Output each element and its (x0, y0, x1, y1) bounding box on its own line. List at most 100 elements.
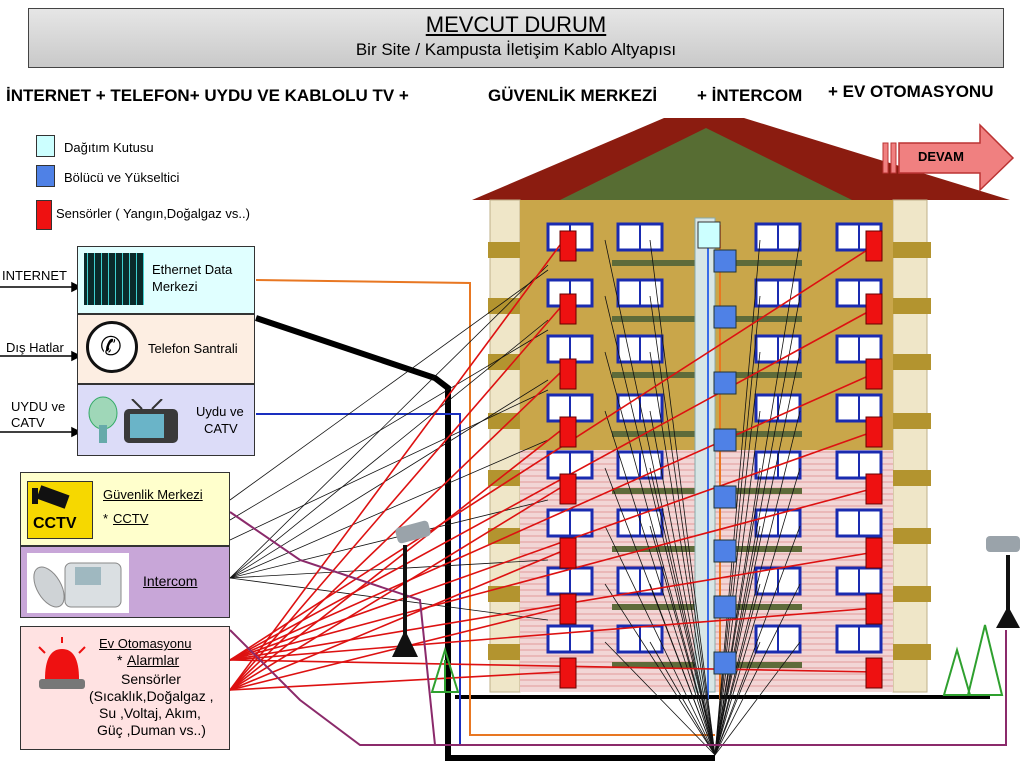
input-arrows (0, 281, 82, 438)
distribution-box (697, 221, 721, 249)
sensor-left (559, 416, 577, 448)
balcony-left (488, 413, 520, 429)
catv-label-2: CATV (204, 421, 238, 436)
home-automation-title: Ev Otomasyonu (99, 636, 192, 651)
legend-swatch-sensor (36, 200, 52, 230)
splitter-amplifier (713, 539, 737, 563)
sensor-left (559, 657, 577, 689)
security-center-box: CCTV Güvenlik Merkezi * CCTV (20, 472, 230, 546)
sensor-right (865, 416, 883, 448)
sensor-left (559, 293, 577, 325)
balcony-right (893, 470, 931, 486)
input-uydu-label-1: UYDU ve (11, 399, 66, 414)
balcony-right (893, 413, 931, 429)
devam-arrow (882, 123, 1015, 192)
splitter-amplifier (713, 485, 737, 509)
fan-lines (229, 239, 801, 756)
intercom-box: Intercom (20, 546, 230, 618)
cctv-pole-left (392, 520, 431, 657)
sensor-right (865, 473, 883, 505)
matrix-data-icon (84, 253, 144, 305)
services-part-4: + EV OTOMASYONU (828, 82, 994, 101)
security-center-title: Güvenlik Merkezi (103, 487, 203, 502)
sensor-right (865, 230, 883, 262)
ethernet-data-center-box: Ethernet Data Merkezi (77, 246, 255, 314)
services-part-3: + İNTERCOM (697, 86, 803, 105)
sensor-left (559, 358, 577, 390)
satellite-dish-icon (86, 395, 120, 445)
cctv-pole-right (986, 536, 1020, 628)
ethernet-label-2: Merkezi (152, 279, 198, 294)
cctv-cable-right (229, 629, 1007, 746)
home-automation-box: Ev Otomasyonu * Alarmlar Sensörler (Sıca… (20, 626, 230, 750)
balcony-left (488, 528, 520, 544)
right-side-column (892, 199, 928, 693)
sensor-right (865, 358, 883, 390)
sensor-left (559, 230, 577, 262)
home-automation-line-3: Su ,Voltaj, Akım, (99, 705, 201, 721)
home-automation-line-4: Güç ,Duman vs..) (97, 722, 206, 738)
sensor-left (559, 537, 577, 569)
intercom-label: Intercom (143, 573, 198, 589)
sensor-right (865, 293, 883, 325)
security-item-cctv: CCTV (113, 511, 149, 526)
home-automation-line-1: Sensörler (121, 671, 181, 687)
sensor-left (559, 593, 577, 625)
input-internet-label: INTERNET (2, 268, 67, 283)
sensor-right (865, 657, 883, 689)
intercom-phone-icon (27, 553, 129, 613)
balcony-right (893, 242, 931, 258)
title-banner: MEVCUT DURUM Bir Site / Kampusta İletişi… (28, 8, 1004, 68)
page-subtitle: Bir Site / Kampusta İletişim Kablo Altya… (355, 40, 677, 59)
balcony-left (488, 644, 520, 660)
trunk-cable (255, 315, 715, 761)
splitter-amplifier (713, 371, 737, 395)
tv-icon (122, 398, 180, 447)
balcony-right (893, 354, 931, 370)
catv-label-1: Uydu ve (196, 404, 244, 419)
splitter-amplifier (713, 651, 737, 675)
tree-left (430, 646, 460, 693)
balcony-right (893, 298, 931, 314)
devam-label[interactable]: DEVAM (918, 149, 964, 164)
splitter-amplifier (713, 595, 737, 619)
home-automation-bullet: * (117, 652, 123, 668)
telephone-label: Telefon Santrali (148, 341, 238, 356)
legend-label-sensor: Sensörler ( Yangın,Doğalgaz vs..) (56, 206, 250, 221)
services-part-1: İNTERNET + TELEFON+ UYDU VE KABLOLU TV + (6, 86, 409, 105)
sensor-cables (229, 244, 876, 691)
distribution-boxes (697, 221, 737, 675)
home-automation-line-2: (Sıcaklık,Doğalgaz , (89, 688, 214, 704)
tree-right (942, 624, 1004, 696)
telephone-icon: ✆ (86, 321, 138, 373)
balcony-left (488, 354, 520, 370)
input-uydu-label-2: CATV (11, 415, 45, 430)
security-item-bullet: * (103, 511, 109, 526)
balcony-left (488, 242, 520, 258)
sensor-right (865, 593, 883, 625)
balcony-right (893, 528, 931, 544)
balcony-right (893, 644, 931, 660)
balcony-right (893, 586, 931, 602)
balcony-left (488, 586, 520, 602)
sensors (559, 230, 883, 689)
sensor-right (865, 537, 883, 569)
cctv-sign-text: CCTV (33, 515, 77, 532)
legend-swatch-distribution (36, 135, 55, 157)
sensor-left (559, 473, 577, 505)
input-dis-hatlar-label: Dış Hatlar (6, 340, 64, 355)
cctv-sign-icon: CCTV (27, 481, 93, 539)
splitter-amplifier (713, 305, 737, 329)
splitter-amplifier (713, 249, 737, 273)
left-side-column (489, 199, 521, 693)
legend-swatch-splitter (36, 165, 55, 187)
roof-gable (560, 128, 852, 200)
services-part-2: GÜVENLİK MERKEZİ (488, 86, 658, 105)
windows (546, 222, 883, 654)
legend-label-distribution: Dağıtım Kutusu (64, 140, 154, 155)
telephone-exchange-box: ✆ Telefon Santrali (77, 314, 255, 384)
ethernet-cable (255, 279, 715, 736)
alarm-siren-icon (31, 637, 93, 699)
legend-label-splitter: Bölücü ve Yükseltici (64, 170, 180, 185)
